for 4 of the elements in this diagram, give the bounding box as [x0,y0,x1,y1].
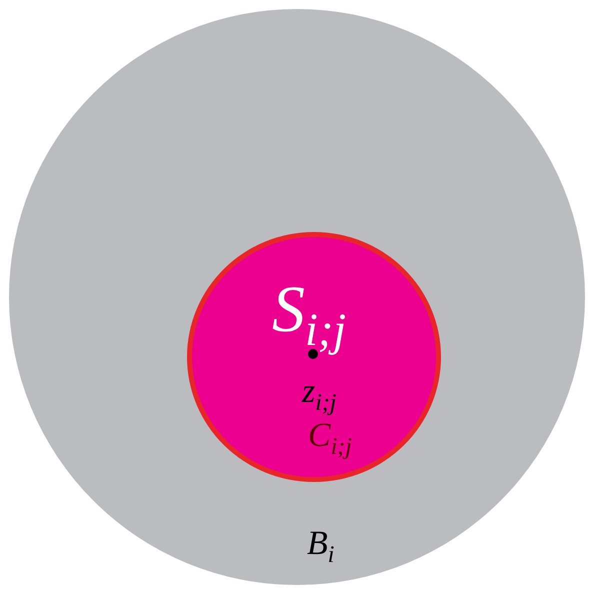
set-label: S$_{i;j}$ [272,277,346,354]
boundary-label: C$_{i;j}$ [308,419,352,460]
set-label: B$_{i}$ [307,527,334,568]
point-label: z$_{i;j}$ [302,375,336,416]
